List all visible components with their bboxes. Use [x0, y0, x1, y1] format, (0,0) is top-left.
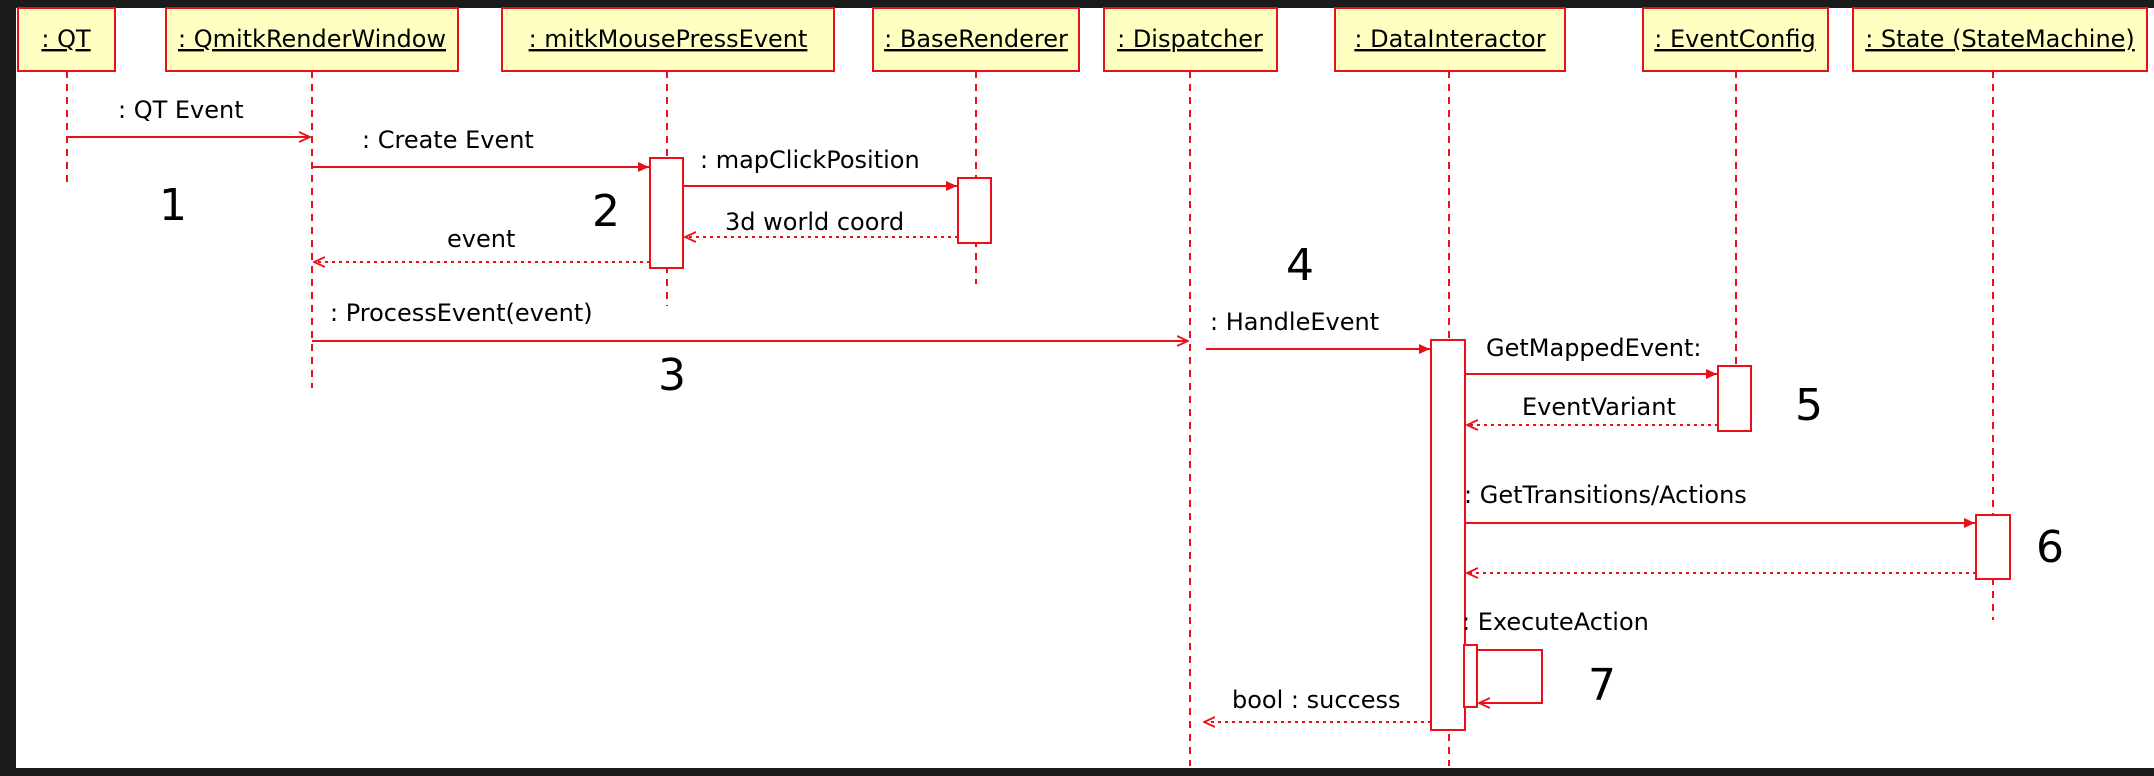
message-label-3d-world-coord: 3d world coord — [725, 208, 904, 236]
message-label-bool-success: bool : success — [1232, 686, 1401, 714]
lifeline-qt: : QT — [17, 7, 116, 72]
activation-event-config — [1717, 365, 1752, 432]
lifeline-mitk-mouse-press-event: : mitkMousePressEvent — [501, 7, 835, 72]
message-arrow-execute-action — [1477, 649, 1543, 703]
activation-state-machine — [1975, 514, 2011, 580]
message-label-handle-event: : HandleEvent — [1210, 308, 1379, 336]
message-label-event-variant: EventVariant — [1522, 393, 1676, 421]
message-label-get-transitions: : GetTransitions/Actions — [1464, 481, 1747, 509]
activation-base-renderer — [957, 177, 992, 244]
lifeline-name: : BaseRenderer — [884, 25, 1068, 53]
activation-data-interactor — [1430, 339, 1466, 731]
message-label-process-event: : ProcessEvent(event) — [330, 299, 593, 327]
lifeline-header — [1852, 7, 2148, 72]
lifeline-header — [501, 7, 835, 72]
activation-mouse-press-event — [649, 157, 684, 269]
step-number-2: 2 — [592, 186, 620, 237]
lifeline-name: : QT — [41, 25, 91, 53]
step-number-4: 4 — [1286, 240, 1314, 291]
lifeline-name: : State (StateMachine) — [1865, 25, 2135, 53]
activation-data-interactor-self — [1463, 644, 1478, 708]
lifeline-base-renderer: : BaseRenderer — [872, 7, 1080, 72]
diagram-canvas — [16, 8, 2154, 768]
step-number-7: 7 — [1588, 660, 1616, 711]
lifeline-dispatcher: : Dispatcher — [1103, 7, 1278, 72]
step-number-3: 3 — [658, 350, 686, 401]
lifeline-data-interactor: : DataInteractor — [1334, 7, 1566, 72]
message-label-event-return: event — [447, 225, 515, 253]
message-label-qt-event: : QT Event — [118, 96, 244, 124]
lifeline-event-config: : EventConfig — [1642, 7, 1829, 72]
step-number-1: 1 — [159, 180, 187, 231]
lifeline-name: : QmitkRenderWindow — [178, 25, 446, 53]
lifeline-name: : EventConfig — [1654, 25, 1815, 53]
message-label-execute-action: : ExecuteAction — [1462, 608, 1649, 636]
lifeline-qmitk-render-window: : QmitkRenderWindow — [165, 7, 459, 72]
lifeline-header — [872, 7, 1080, 72]
lifeline-name: : Dispatcher — [1117, 25, 1263, 53]
lifeline-header — [17, 7, 116, 72]
lifeline-header — [1334, 7, 1566, 72]
step-number-5: 5 — [1795, 380, 1823, 431]
lifeline-state-machine: : State (StateMachine) — [1852, 7, 2148, 72]
lifeline-name: : DataInteractor — [1354, 25, 1545, 53]
lifeline-header — [165, 7, 459, 72]
message-label-get-mapped-event: GetMappedEvent: — [1486, 334, 1702, 362]
lifeline-name: : mitkMousePressEvent — [529, 25, 808, 53]
message-label-map-click-position: : mapClickPosition — [700, 146, 920, 174]
step-number-6: 6 — [2036, 522, 2064, 573]
message-label-create-event: : Create Event — [362, 126, 534, 154]
